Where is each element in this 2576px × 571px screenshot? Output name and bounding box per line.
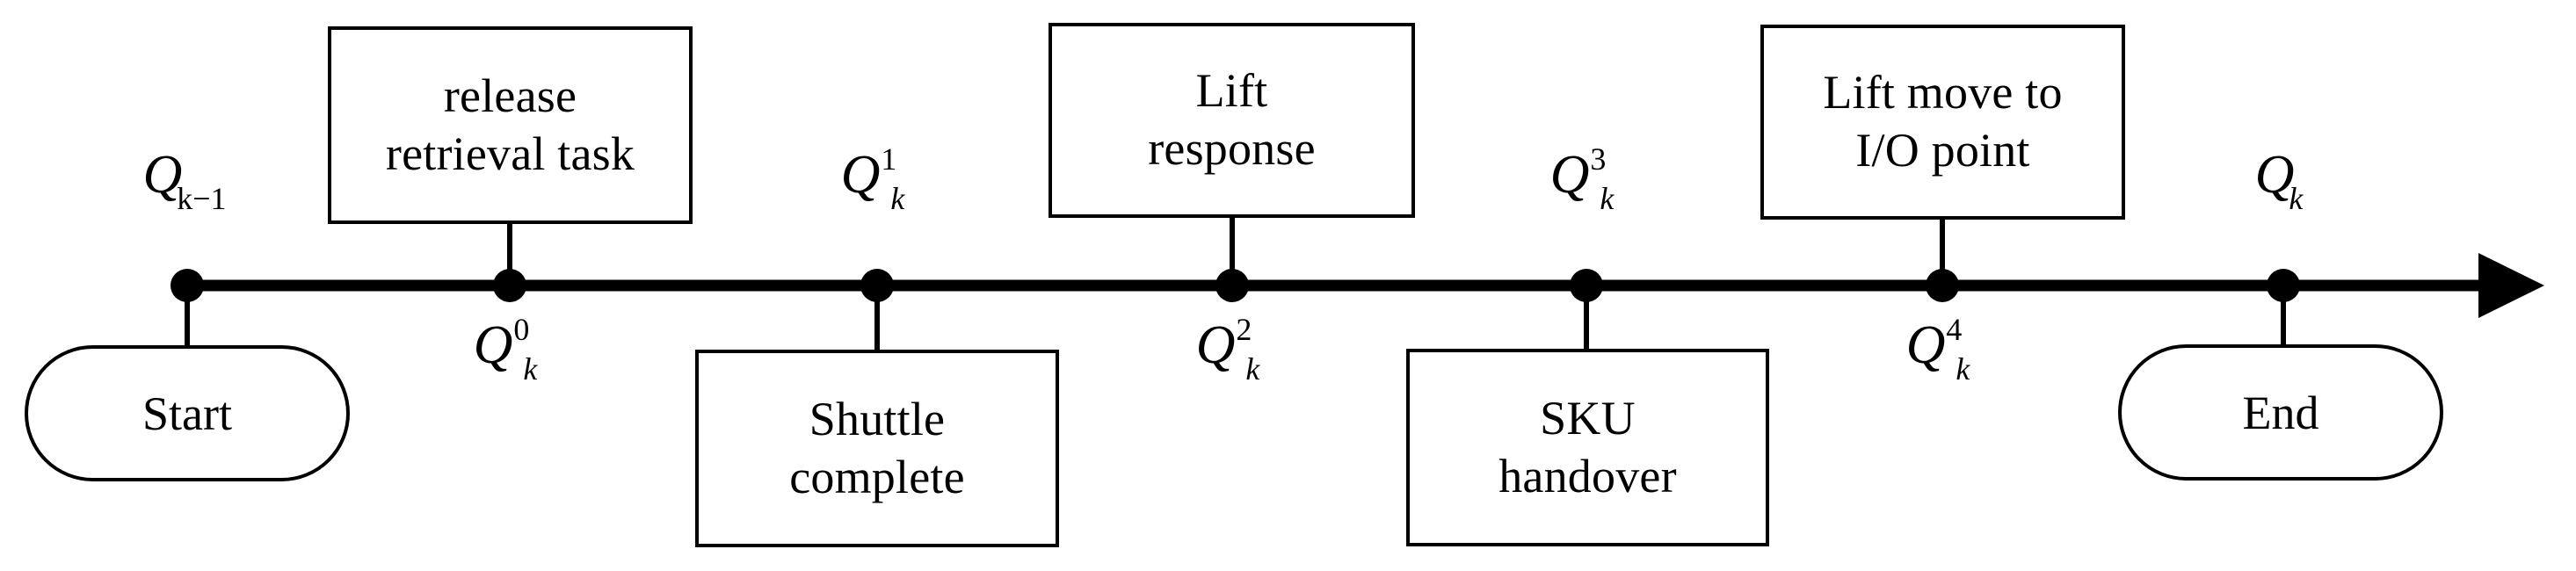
node-label-superscript: 1 — [881, 141, 897, 177]
node-label-q-k-1: Q1 k — [840, 143, 911, 214]
node-label-superscript: 3 — [1590, 141, 1607, 177]
event-box-line: Shuttle — [809, 392, 946, 445]
timeline-arrowhead — [2478, 253, 2544, 318]
node-label-q-k-0: Q0k — [473, 314, 543, 385]
node-label-base: Q — [1905, 315, 1946, 375]
node-label-q-k-minus-1: Qk−1 — [142, 145, 231, 214]
event-box-line: Lift move to — [1823, 66, 2063, 119]
event-box-line: SKU — [1540, 391, 1636, 445]
terminator-end: End — [2118, 344, 2443, 481]
timeline-node-dot — [493, 269, 526, 302]
node-label-base: Q — [2254, 145, 2295, 205]
node-label-subscript: k — [523, 351, 538, 387]
event-box-line: release — [443, 69, 577, 122]
timeline-node-dot — [1215, 269, 1249, 302]
node-label-base: Q — [840, 145, 881, 205]
node-label-superscript: 4 — [1946, 312, 1963, 348]
event-box-line: complete — [789, 450, 965, 503]
node-label-base: Q — [473, 315, 513, 375]
timeline-node-dot — [2267, 269, 2300, 302]
event-box-sku-handover: SKU handover — [1406, 349, 1769, 546]
event-box-line: retrieval task — [385, 126, 635, 180]
node-label-subscript: k — [2289, 181, 2304, 217]
node-label-base: Q — [1195, 315, 1236, 375]
node-label-subscript: k — [1600, 181, 1615, 217]
node-label-base: Q — [1549, 145, 1590, 205]
terminator-label: Start — [142, 387, 232, 440]
node-label-subscript: k — [1245, 351, 1260, 387]
node-label-q-k-4: Q4k — [1905, 314, 1976, 385]
timeline-node-dot — [860, 269, 894, 302]
timeline-node-dot — [1926, 269, 1959, 302]
terminator-label: End — [2242, 386, 2319, 439]
node-label-base: Q — [142, 145, 183, 205]
timeline-node-dot — [1570, 269, 1603, 302]
node-label-q-k-2: Q2k — [1195, 314, 1266, 385]
event-box-line: I/O point — [1855, 124, 2030, 177]
node-label-q-k-3: Q3 k — [1549, 143, 1620, 214]
event-box-line: Lift — [1195, 64, 1268, 118]
node-label-superscript: 0 — [513, 312, 530, 348]
terminator-start: Start — [25, 345, 350, 481]
node-label-subscript: k — [890, 181, 905, 217]
node-label-q-k: Qk — [2254, 145, 2309, 214]
node-label-superscript: 2 — [1236, 312, 1252, 348]
timeline-node-dot — [171, 269, 204, 302]
event-box-lift-response: Lift response — [1049, 23, 1415, 218]
node-label-subscript: k−1 — [177, 181, 227, 217]
event-box-lift-move-to-io-point: Lift move to I/O point — [1760, 25, 2125, 220]
node-label-subscript: k — [1956, 351, 1970, 387]
event-box-line: handover — [1498, 449, 1677, 502]
event-box-shuttle-complete: Shuttle complete — [695, 350, 1059, 547]
event-box-line: response — [1148, 122, 1316, 175]
event-box-release-retrieval-task: release retrieval task — [328, 26, 693, 224]
